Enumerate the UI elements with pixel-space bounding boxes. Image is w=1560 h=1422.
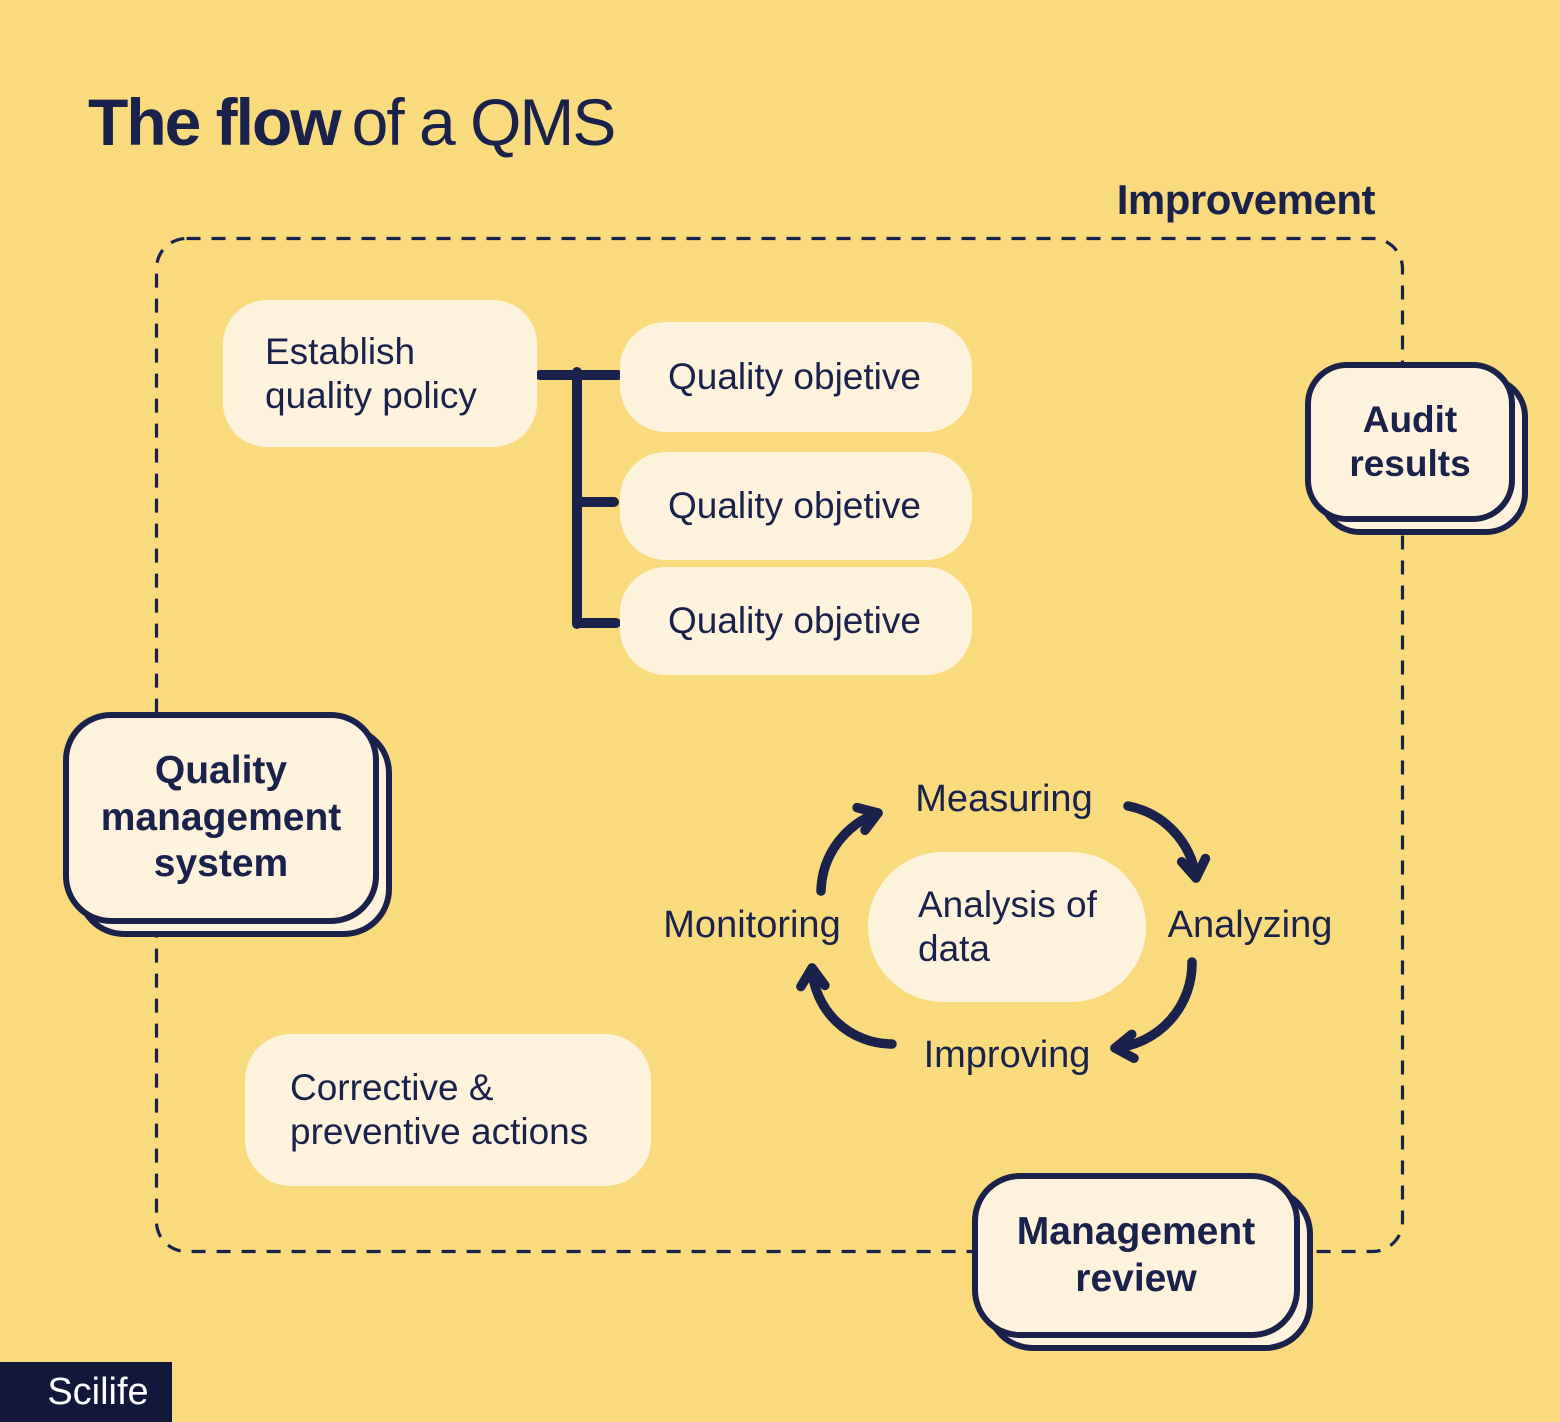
audit-results-card: Audit results — [1305, 362, 1528, 535]
management-review-card: Management review — [972, 1173, 1313, 1351]
objective-tree-connector — [535, 367, 623, 629]
cycle-step-monitoring: Monitoring — [663, 904, 841, 946]
arrow-measuring-to-analyzing — [1123, 801, 1211, 883]
page-title-regular: of a QMS — [351, 85, 617, 159]
analysis-of-data-card: Analysis of data — [868, 852, 1146, 1002]
management-review-label: Management review — [972, 1173, 1300, 1338]
quality-objective-card: Quality objetive — [620, 567, 972, 675]
audit-results-label: Audit results — [1305, 362, 1515, 522]
quality-objective-card: Quality objetive — [620, 452, 972, 560]
cycle-step-measuring: Measuring — [915, 778, 1093, 820]
establish-quality-policy-card: Establish quality policy — [223, 300, 537, 447]
cycle-step-improving: Improving — [923, 1034, 1091, 1076]
cycle-arrows — [796, 801, 1211, 1063]
scilife-logo: Scilife — [0, 1362, 172, 1422]
quality-objective-card: Quality objetive — [620, 322, 972, 432]
arrow-monitoring-to-measuring — [816, 802, 883, 896]
page-title-bold: The flow — [88, 85, 342, 159]
arrow-analyzing-to-improving — [1110, 957, 1197, 1063]
improvement-label: Improvement — [1116, 176, 1376, 223]
corrective-preventive-actions-card: Corrective & preventive actions — [245, 1034, 651, 1186]
cycle-step-analyzing: Analyzing — [1167, 904, 1333, 946]
improvement-dashed-frame — [154, 236, 1405, 1254]
arrow-improving-to-monitoring — [796, 963, 897, 1049]
quality-management-system-label: Quality management system — [63, 712, 379, 924]
quality-management-system-card: Quality management system — [63, 712, 392, 937]
